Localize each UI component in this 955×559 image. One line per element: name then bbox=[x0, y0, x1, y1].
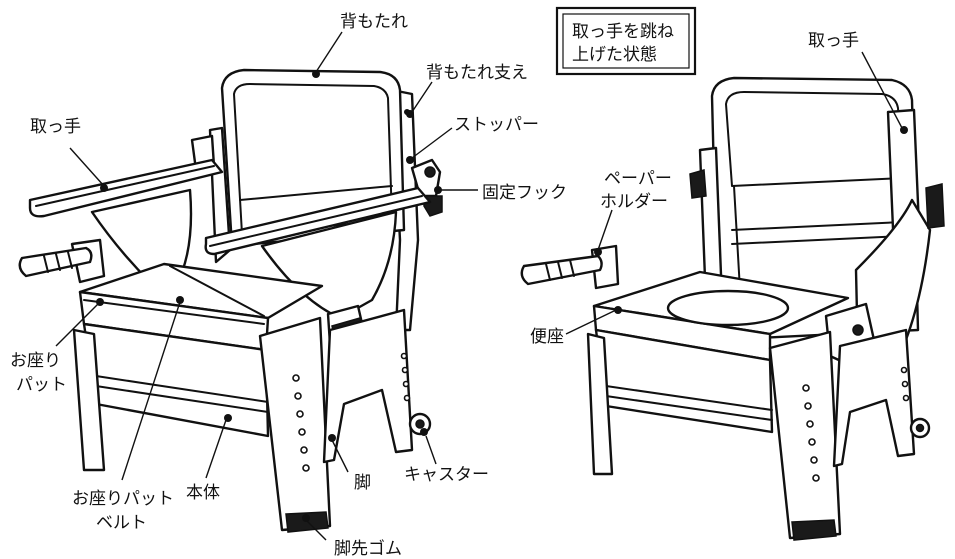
label-leg: 脚 bbox=[354, 473, 371, 493]
callout-line-1: 取っ手を跳ね bbox=[572, 22, 674, 42]
label-armrest-right: 取っ手 bbox=[808, 31, 859, 51]
label-toilet-seat: 便座 bbox=[530, 327, 564, 347]
label-paper-holder-1: ペーパー bbox=[604, 169, 672, 189]
label-seat-pad-belt-2: ベルト bbox=[96, 513, 147, 533]
label-seat-pad-2: パット bbox=[16, 375, 67, 395]
label-body: 本体 bbox=[186, 483, 220, 503]
left-chair-illustration bbox=[18, 68, 443, 533]
label-seat-pad-belt-1: お座りパット bbox=[72, 489, 174, 509]
label-seat-pad-1: お座り bbox=[10, 351, 61, 371]
right-chair-illustration bbox=[520, 76, 945, 541]
callout-line-2: 上げた状態 bbox=[572, 45, 657, 65]
label-leg-tip-rubber: 脚先ゴム bbox=[334, 538, 402, 559]
label-fixing-hook: 固定フック bbox=[482, 183, 567, 203]
label-stopper: ストッパー bbox=[454, 115, 539, 135]
leader-lines bbox=[55, 31, 908, 541]
label-backrest: 背もたれ bbox=[340, 12, 408, 32]
label-backrest-support: 背もたれ支え bbox=[426, 63, 528, 83]
label-paper-holder-2: ホルダー bbox=[600, 192, 668, 212]
label-caster: キャスター bbox=[404, 465, 489, 485]
callout-box: 取っ手を跳ね 上げた状態 bbox=[555, 6, 697, 76]
label-armrest-left: 取っ手 bbox=[30, 117, 81, 137]
part-labels: 背もたれ 背もたれ支え ストッパー 固定フック 取っ手 お座り パット 本体 お… bbox=[10, 12, 859, 559]
